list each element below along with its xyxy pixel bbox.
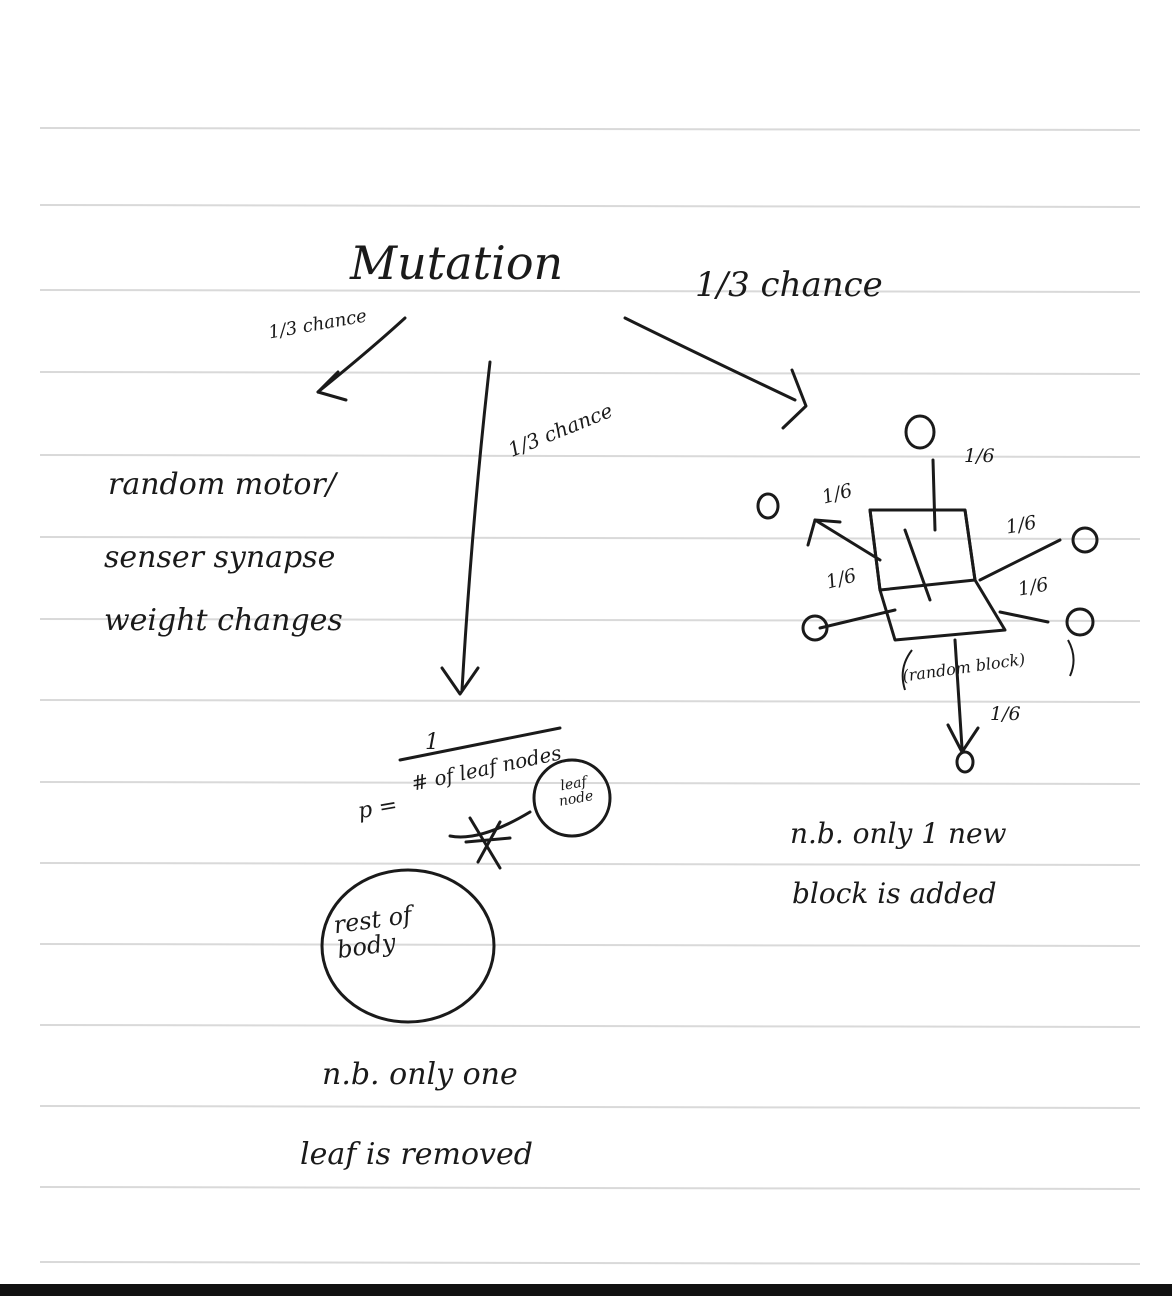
arrow-middle xyxy=(460,360,492,692)
cut-mark xyxy=(464,816,512,870)
leaf-node-circle xyxy=(532,758,612,838)
right-note-line2: block is added xyxy=(792,877,997,910)
direction-prob-mid-right: 1/6 xyxy=(1016,573,1051,601)
right-note-line1: n.b. only 1 new xyxy=(790,817,1007,850)
direction-prob-top: 1/6 xyxy=(964,445,995,467)
random-block-bracket xyxy=(901,639,1075,691)
diagram-title: Mutation xyxy=(350,236,564,290)
arrow-right-head xyxy=(781,368,808,430)
page-bottom-edge xyxy=(0,1284,1172,1296)
right-branch-probability: 1/3 chance xyxy=(695,265,883,305)
arrow-left-head xyxy=(316,370,348,402)
ruled-lines xyxy=(39,127,1141,1265)
rest-of-body-circle xyxy=(320,868,496,1024)
left-branch-text-line1: random motor/ xyxy=(108,467,336,502)
left-branch-text-line2: senser synapse xyxy=(104,540,336,575)
middle-note-line1: n.b. only one xyxy=(322,1057,518,1092)
block-sketch xyxy=(756,414,1099,774)
direction-prob-bottom: 1/6 xyxy=(990,703,1021,725)
formula-numerator: 1 xyxy=(425,730,439,755)
fraction-bar xyxy=(398,726,562,762)
direction-prob-upper-right: 1/6 xyxy=(1004,511,1039,539)
left-branch-text-line3: weight changes xyxy=(104,603,343,638)
arrow-right xyxy=(623,316,797,402)
middle-note-line2: leaf is removed xyxy=(300,1137,533,1172)
cut-connection xyxy=(448,810,532,839)
arrow-middle-head xyxy=(440,666,480,696)
